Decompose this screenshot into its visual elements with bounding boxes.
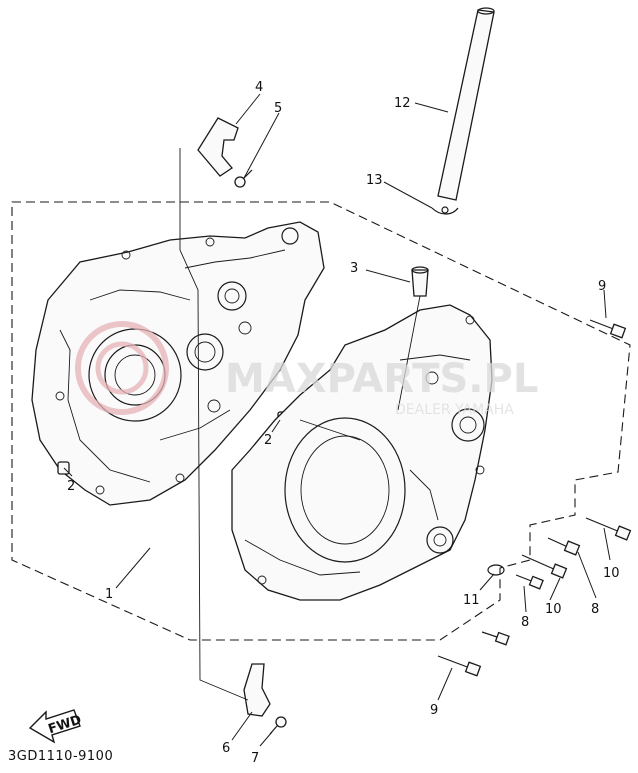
watermark: MAXPARTS.PL DEALER YAMAHA: [75, 321, 538, 418]
watermark-logo-text: MAXPARTS.PL: [225, 356, 538, 402]
callout-9-upper: 9: [598, 279, 606, 294]
hose-clip: [431, 206, 459, 215]
callout-11: 11: [463, 593, 480, 608]
callout-7: 7: [251, 751, 259, 766]
callout-3: 3: [350, 261, 358, 276]
bolt-10-right: [585, 517, 632, 541]
callout-9-lower: 9: [430, 703, 438, 718]
callout-13: 13: [366, 173, 383, 188]
gasket-ring: [487, 564, 505, 576]
leader-lines: [63, 93, 611, 747]
crankcase-left-half: [31, 221, 325, 506]
assembly-boundary: [11, 201, 631, 641]
breather-pipe-fitting: [411, 266, 429, 297]
bolt-short-11-area: [515, 574, 544, 590]
callout-10-right: 10: [603, 566, 620, 581]
fwd-label: FWD: [46, 712, 83, 737]
bolt-10-middle: [521, 554, 568, 579]
fwd-arrow: FWD: [28, 709, 84, 744]
callout-1: 1: [105, 587, 113, 602]
bolt-9-upper: [589, 319, 627, 339]
bolt-8-upper: [547, 537, 581, 556]
retainer-plate-lower: [243, 663, 271, 717]
callout-8-lower: 8: [521, 615, 529, 630]
screw-upper: [234, 169, 253, 188]
bolt-9-lower: [437, 655, 482, 677]
callout-labels: 12 13 3 4 5 2 2 1 9 10 10 8 11 8 9 6 7: [67, 80, 620, 766]
drawing-code: 3GD1110-9100: [8, 749, 113, 764]
callout-6: 6: [222, 741, 230, 756]
callout-10-middle: 10: [545, 602, 562, 617]
bolt-8-lower: [481, 631, 510, 646]
callout-8-upper: 8: [591, 602, 599, 617]
callout-12: 12: [394, 96, 411, 111]
breather-hose: [437, 7, 495, 201]
callout-2-left: 2: [67, 479, 75, 494]
dowel-pin-left: [57, 461, 70, 475]
watermark-tagline: DEALER YAMAHA: [395, 402, 514, 418]
screw-lower: [269, 716, 287, 735]
retainer-plate-upper: [197, 117, 239, 177]
callout-5: 5: [274, 101, 282, 116]
callout-2-center: 2: [264, 433, 272, 448]
crankcase-right-half: [231, 304, 493, 601]
callout-4: 4: [255, 80, 263, 95]
